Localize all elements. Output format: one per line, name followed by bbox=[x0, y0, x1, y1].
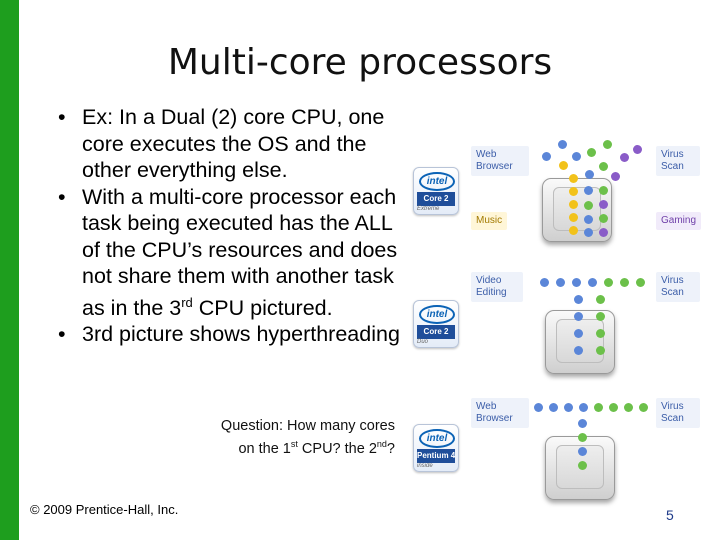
badge-model: Core 2 bbox=[417, 325, 455, 339]
task-dot bbox=[558, 140, 567, 149]
task-dot bbox=[572, 278, 581, 287]
task-dot bbox=[636, 278, 645, 287]
bullet-text: 3rd picture shows hyperthreading bbox=[82, 322, 400, 347]
intel-logo-icon: intel bbox=[419, 429, 455, 448]
task-dot bbox=[596, 295, 605, 304]
task-dot bbox=[620, 278, 629, 287]
task-dot bbox=[639, 403, 648, 412]
task-dot bbox=[569, 187, 578, 196]
badge-model: Pentium 4 HT bbox=[417, 449, 455, 463]
badge-sub: Duo bbox=[417, 339, 429, 345]
task-dot bbox=[603, 140, 612, 149]
label-virus-scan: Virus Scan bbox=[656, 146, 700, 176]
intel-pentium4-ht-logo: intel Pentium 4 HT inside bbox=[413, 424, 459, 472]
task-dot bbox=[579, 403, 588, 412]
task-dot bbox=[596, 346, 605, 355]
task-dot bbox=[585, 170, 594, 179]
task-dot bbox=[534, 403, 543, 412]
task-dot bbox=[540, 278, 549, 287]
task-dot bbox=[578, 447, 587, 456]
label-music: Music bbox=[471, 212, 508, 230]
task-dot bbox=[574, 312, 583, 321]
intel-core2-duo-logo: intel Core 2 Duo bbox=[413, 300, 459, 348]
label-virus-scan: Virus Scan bbox=[656, 398, 700, 428]
task-dot bbox=[609, 403, 618, 412]
task-dot bbox=[633, 145, 642, 154]
label-gaming: Gaming bbox=[656, 212, 702, 230]
task-dot bbox=[569, 213, 578, 222]
bullet-list: Ex: In a Dual (2) core CPU, one core exe… bbox=[58, 104, 408, 348]
task-dot bbox=[578, 433, 587, 442]
task-dot bbox=[599, 214, 608, 223]
task-dot bbox=[542, 152, 551, 161]
task-dot bbox=[574, 329, 583, 338]
bullet-text: With a multi-core processor each task be… bbox=[82, 184, 398, 320]
task-dot bbox=[587, 148, 596, 157]
question-superscript: st bbox=[290, 439, 298, 449]
question-note: Question: How many cores on the 1st CPU?… bbox=[195, 417, 395, 458]
task-dot bbox=[578, 419, 587, 428]
bullet-item: 3rd picture shows hyperthreading bbox=[58, 321, 408, 348]
green-side-bar bbox=[0, 0, 19, 540]
slide-title: Multi-core processors bbox=[167, 42, 553, 83]
intel-logo-icon: intel bbox=[419, 172, 455, 191]
task-dot bbox=[596, 329, 605, 338]
task-dot bbox=[549, 403, 558, 412]
page-number: 5 bbox=[666, 507, 674, 523]
question-text: ? bbox=[386, 440, 395, 457]
label-video-editing: Video Editing bbox=[471, 272, 523, 302]
question-superscript: nd bbox=[376, 439, 387, 449]
bullet-superscript: rd bbox=[181, 294, 193, 310]
question-line-2: on the 1st CPU? the 2nd? bbox=[195, 435, 395, 458]
bullet-text-continued: CPU pictured. bbox=[192, 295, 333, 320]
bullet-text: Ex: In a Dual (2) core CPU, one core exe… bbox=[82, 105, 385, 182]
badge-sub: inside bbox=[417, 463, 433, 469]
task-dot bbox=[596, 312, 605, 321]
bullet-item: Ex: In a Dual (2) core CPU, one core exe… bbox=[58, 104, 408, 184]
task-dot bbox=[578, 461, 587, 470]
task-dot bbox=[564, 403, 573, 412]
task-dot bbox=[559, 161, 568, 170]
question-line-1: Question: How many cores bbox=[220, 418, 395, 434]
task-dot bbox=[574, 346, 583, 355]
task-dot bbox=[611, 172, 620, 181]
task-dot bbox=[588, 278, 597, 287]
label-virus-scan: Virus Scan bbox=[656, 272, 700, 302]
task-dot bbox=[620, 153, 629, 162]
bullet-item: With a multi-core processor each task be… bbox=[58, 184, 408, 322]
task-dot bbox=[599, 228, 608, 237]
label-web-browser: Web Browser bbox=[471, 398, 529, 428]
badge-model: Core 2 bbox=[417, 192, 455, 206]
task-dot bbox=[574, 295, 583, 304]
badge-sub: Extreme bbox=[417, 206, 440, 212]
task-dot bbox=[569, 174, 578, 183]
intel-logo-icon: intel bbox=[419, 305, 455, 324]
task-dot bbox=[556, 278, 565, 287]
task-dot bbox=[624, 403, 633, 412]
question-text: CPU? the 2 bbox=[297, 440, 377, 457]
task-dot bbox=[584, 215, 593, 224]
task-dot bbox=[569, 200, 578, 209]
task-dot bbox=[569, 226, 578, 235]
copyright-footer: © 2009 Prentice-Hall, Inc. bbox=[30, 502, 179, 517]
task-dot bbox=[584, 186, 593, 195]
task-dot bbox=[584, 201, 593, 210]
intel-core2-extreme-logo: intel Core 2 Extreme bbox=[413, 167, 459, 215]
task-dot bbox=[584, 228, 593, 237]
task-dot bbox=[599, 186, 608, 195]
question-text: on the 1 bbox=[238, 440, 291, 457]
task-dot bbox=[599, 200, 608, 209]
label-web-browser: Web Browser bbox=[471, 146, 529, 176]
task-dot bbox=[572, 152, 581, 161]
task-dot bbox=[599, 162, 608, 171]
task-dot bbox=[594, 403, 603, 412]
task-dot bbox=[604, 278, 613, 287]
